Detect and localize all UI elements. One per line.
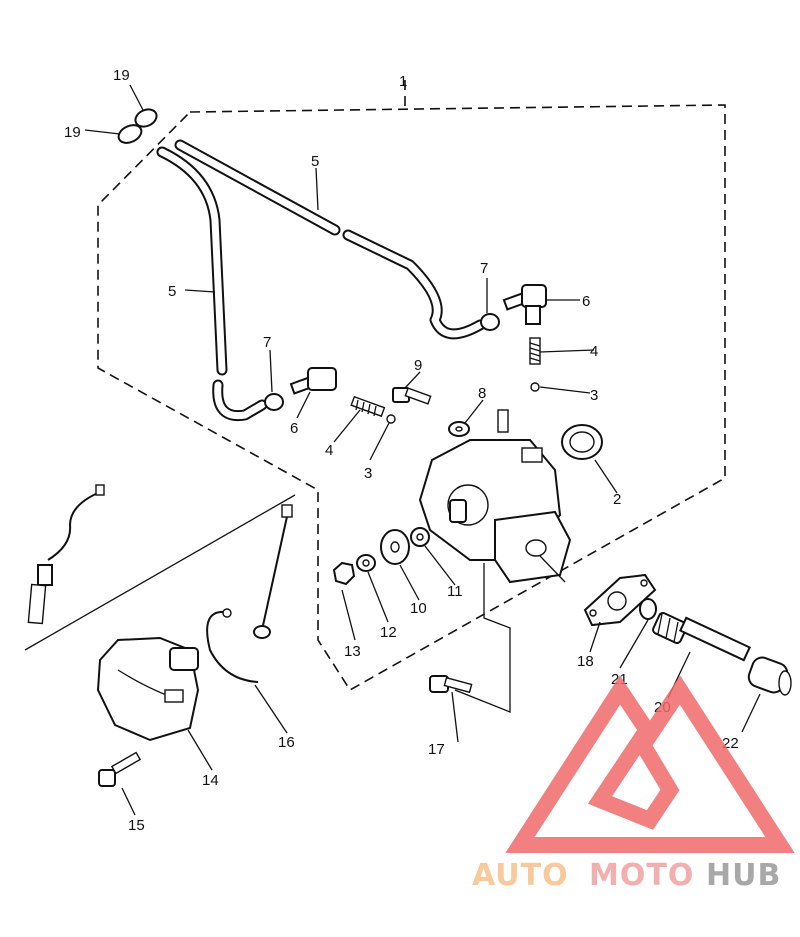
clip-lower: [264, 393, 284, 411]
hose-clip-upper: [134, 108, 158, 128]
logo-mark: [505, 675, 795, 853]
callout-3-lower: 3: [364, 465, 372, 482]
oil-pump-body: [418, 409, 572, 584]
callout-4-upper: 4: [590, 343, 598, 360]
callout-19-upper: 19: [113, 67, 130, 84]
callout-16: 16: [278, 734, 295, 751]
elbow-joint-lower: [289, 367, 337, 395]
assembly-boundary: [24, 80, 726, 692]
spring-upper: [529, 337, 541, 365]
callout-8: 8: [478, 385, 486, 402]
hose-clip-lower: [117, 124, 143, 144]
callout-9: 9: [414, 357, 422, 374]
hose-assembly: [156, 139, 486, 422]
spring-lower: [350, 395, 386, 418]
elbow-joint-upper: [502, 284, 547, 325]
oil-seal: [561, 424, 603, 460]
callout-14: 14: [202, 772, 219, 789]
watermark-logo: AUTO MOTO HUB: [472, 675, 795, 893]
check-ball-lower: [386, 414, 396, 424]
callout-4-lower: 4: [325, 442, 333, 459]
clip-upper: [480, 313, 500, 331]
sensor-lead: [27, 484, 105, 625]
callout-6-lower: 6: [290, 420, 298, 437]
logo-text-auto: AUTO: [472, 858, 569, 893]
check-ball-upper: [530, 382, 540, 392]
callout-2: 2: [613, 491, 621, 508]
callout-13: 13: [344, 643, 361, 660]
callout-6-upper: 6: [582, 293, 590, 310]
callout-15: 15: [128, 817, 145, 834]
callout-7-upper: 7: [480, 260, 488, 277]
bolt-upper: [392, 387, 432, 405]
bolt-15: [98, 751, 142, 787]
pump-pulley: [380, 529, 410, 565]
callout-11: 11: [447, 583, 463, 600]
washer-11: [410, 527, 430, 547]
leader-lines: [84, 84, 761, 816]
logo-text-hub: HUB: [706, 858, 781, 893]
drive-shaft: [652, 612, 752, 662]
control-cable: [206, 504, 293, 683]
callout-10: 10: [410, 600, 427, 617]
o-ring: [639, 598, 657, 620]
bolt-17: [429, 675, 473, 694]
bushing: [747, 656, 792, 696]
washer-12: [356, 554, 376, 572]
washer-8: [448, 421, 470, 437]
callout-1: 1: [399, 73, 407, 90]
logo-text-moto: MOTO: [589, 858, 694, 893]
callout-3-upper: 3: [590, 387, 598, 404]
callout-18: 18: [577, 653, 594, 670]
gasket: [583, 573, 657, 627]
callout-5-left: 5: [168, 283, 176, 300]
callout-19-lower: 19: [64, 124, 81, 141]
pump-cover: [96, 636, 200, 742]
callout-7-lower: 7: [263, 334, 271, 351]
callout-17: 17: [428, 741, 445, 758]
callout-5-upper: 5: [311, 153, 319, 170]
nut-13: [332, 561, 356, 586]
callout-12: 12: [380, 624, 397, 641]
